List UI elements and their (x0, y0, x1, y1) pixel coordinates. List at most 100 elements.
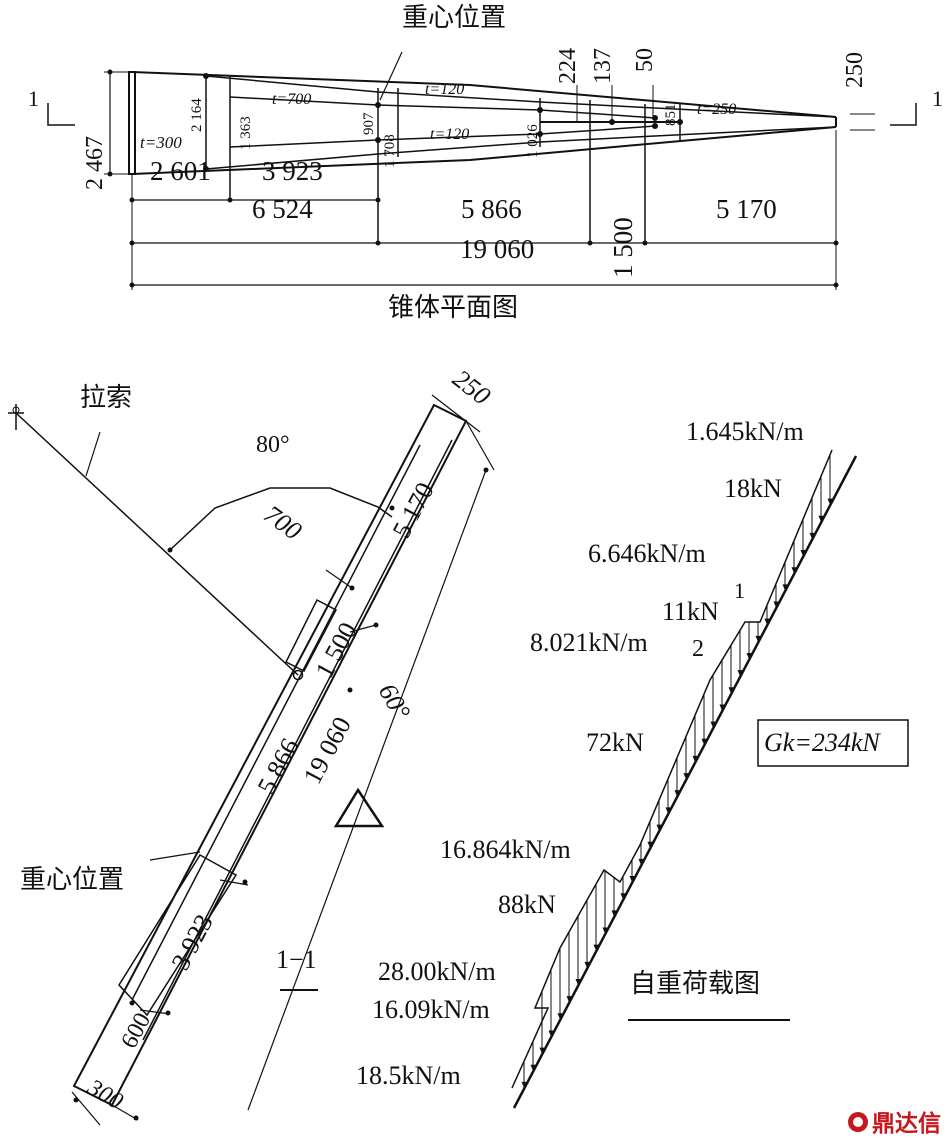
section-angle-80: 80° (256, 432, 290, 458)
plan-dim-5866: 5 866 (461, 194, 522, 224)
plan-outline-bottom (131, 126, 837, 175)
plan-dim-19060: 19 060 (460, 234, 534, 264)
plan-outline-top (131, 71, 837, 118)
plan-dim-2601: 2 601 (150, 156, 211, 186)
plan-node (375, 137, 381, 143)
section-dim-line (247, 469, 487, 1111)
load-arrow-head (746, 652, 752, 659)
load-q5: 28.00kN/m (378, 957, 496, 986)
plan-dim-1026: 1 026 (525, 124, 541, 158)
load-gk: Gk=234kN (764, 728, 881, 757)
plan-section-mark-left-label: 1 (28, 86, 39, 111)
section-cable-leader (85, 431, 101, 477)
load-arrow-head (719, 704, 725, 711)
load-envelope (511, 449, 833, 1089)
section-dim-600: 600 (116, 1009, 156, 1053)
load-arrow-head (557, 1013, 563, 1020)
plan-dim-137: 137 (590, 48, 616, 84)
load-arrow-head (809, 532, 815, 539)
load-arrow-head (647, 841, 653, 848)
load-arrow-head (827, 498, 833, 505)
load-gk-box (757, 719, 909, 767)
plan-node (537, 107, 543, 113)
load-arrow-head (710, 721, 716, 728)
load-arrow-head (656, 824, 662, 831)
plan-title: 锥体平面图 (388, 293, 518, 323)
load-arrow-head (818, 515, 824, 522)
section-angle-60: 60° (373, 679, 416, 725)
load-arrow-head (584, 961, 590, 968)
load-q3: 8.021kN/m (530, 628, 648, 657)
load-arrow-head (530, 1064, 536, 1071)
load-arrow-head (773, 601, 779, 608)
load-arrow-head (620, 893, 626, 900)
plan-dim-907: 907 (361, 112, 377, 135)
section-dim-ext (71, 1091, 101, 1126)
plan-section-mark-right-label: 1 (932, 86, 943, 111)
section-inner-line (131, 444, 421, 1001)
plan-dim-ticks (107, 69, 839, 288)
load-q7: 18.5kN/m (356, 1061, 461, 1090)
section-angle-arc (169, 487, 393, 551)
load-mark1: 1 (734, 578, 745, 603)
load-arrow-head (728, 687, 734, 694)
section-dim-ticks (73, 467, 489, 1121)
section-dim-ext (139, 1009, 171, 1015)
plan-dim-851: 851 (663, 104, 679, 127)
section-cg-leader (149, 851, 201, 861)
load-arrow-head (755, 635, 761, 642)
section-dim-1500: 1 500 (310, 618, 363, 683)
section-dim-5866: 5 866 (252, 734, 305, 799)
plan-dim-5170: 5 170 (716, 194, 777, 224)
load-q2: 6.646kN/m (588, 539, 706, 568)
load-arrow-head (629, 876, 635, 883)
load-arrow-head (701, 738, 707, 745)
section-dim-300: 300 (82, 1074, 127, 1115)
load-arrow-head (602, 927, 608, 934)
section-anchor-circle (12, 406, 20, 414)
load-arrow-head (539, 1047, 545, 1054)
load-baseline (512, 455, 858, 1109)
plan-thick-700: t=700 (272, 91, 311, 108)
load-arrow-head (593, 944, 599, 951)
section-dim-ext (465, 420, 495, 471)
section-dim-ext (219, 879, 249, 886)
plan-dim-1500: 1 500 (608, 217, 638, 278)
load-p1: 18kN (724, 474, 782, 503)
plan-dim-250: 250 (842, 52, 868, 88)
section-cable-label: 拉索 (80, 383, 132, 413)
load-arrow-head (737, 670, 743, 677)
plan-dim-50: 50 (632, 48, 658, 72)
plan-node (652, 123, 658, 129)
load-mark2: 2 (692, 636, 704, 662)
plan-width-total: 2 467 (82, 136, 108, 190)
section-dim-5170: 5 170 (387, 478, 440, 543)
plan-dim-2164: 2 164 (189, 98, 205, 132)
load-arrow-head (665, 807, 671, 814)
load-q1: 1.645kN/m (686, 417, 804, 446)
plan-dim-1363: 1 363 (238, 116, 254, 150)
section-triangle-symbol (333, 787, 385, 828)
load-arrow-head (575, 978, 581, 985)
section-cable-plate (284, 598, 338, 672)
plan-view: 重心位置 1 1 2 467 t=300 t=700 t=120 t=120 t… (28, 3, 943, 323)
load-p3: 72kN (586, 728, 644, 757)
plan-dim-6524: 6 524 (252, 194, 313, 224)
watermark-logo: 鼎达信 (848, 1110, 941, 1137)
section-cg-label: 重心位置 (20, 865, 124, 895)
plan-thick-120-top: t=120 (425, 81, 464, 98)
plan-section-mark-right (890, 103, 917, 126)
section-title: 1−1 (276, 945, 317, 974)
load-arrow-head (611, 910, 617, 917)
load-arrow-head (764, 618, 770, 625)
plan-dim-3923: 3 923 (262, 156, 323, 186)
load-diagram: 1.645kN/m 18kN 6.646kN/m 1 11kN 8.021kN/… (356, 417, 909, 1109)
load-q4: 16.864kN/m (440, 835, 571, 864)
plan-thick-250: t=250 (697, 101, 736, 118)
load-p2: 11kN (662, 597, 719, 626)
section-dim-ext (349, 624, 377, 633)
watermark-text: 鼎达信 (872, 1110, 941, 1137)
plan-dim-1708: 1 708 (382, 134, 398, 168)
load-arrows (521, 454, 833, 1088)
